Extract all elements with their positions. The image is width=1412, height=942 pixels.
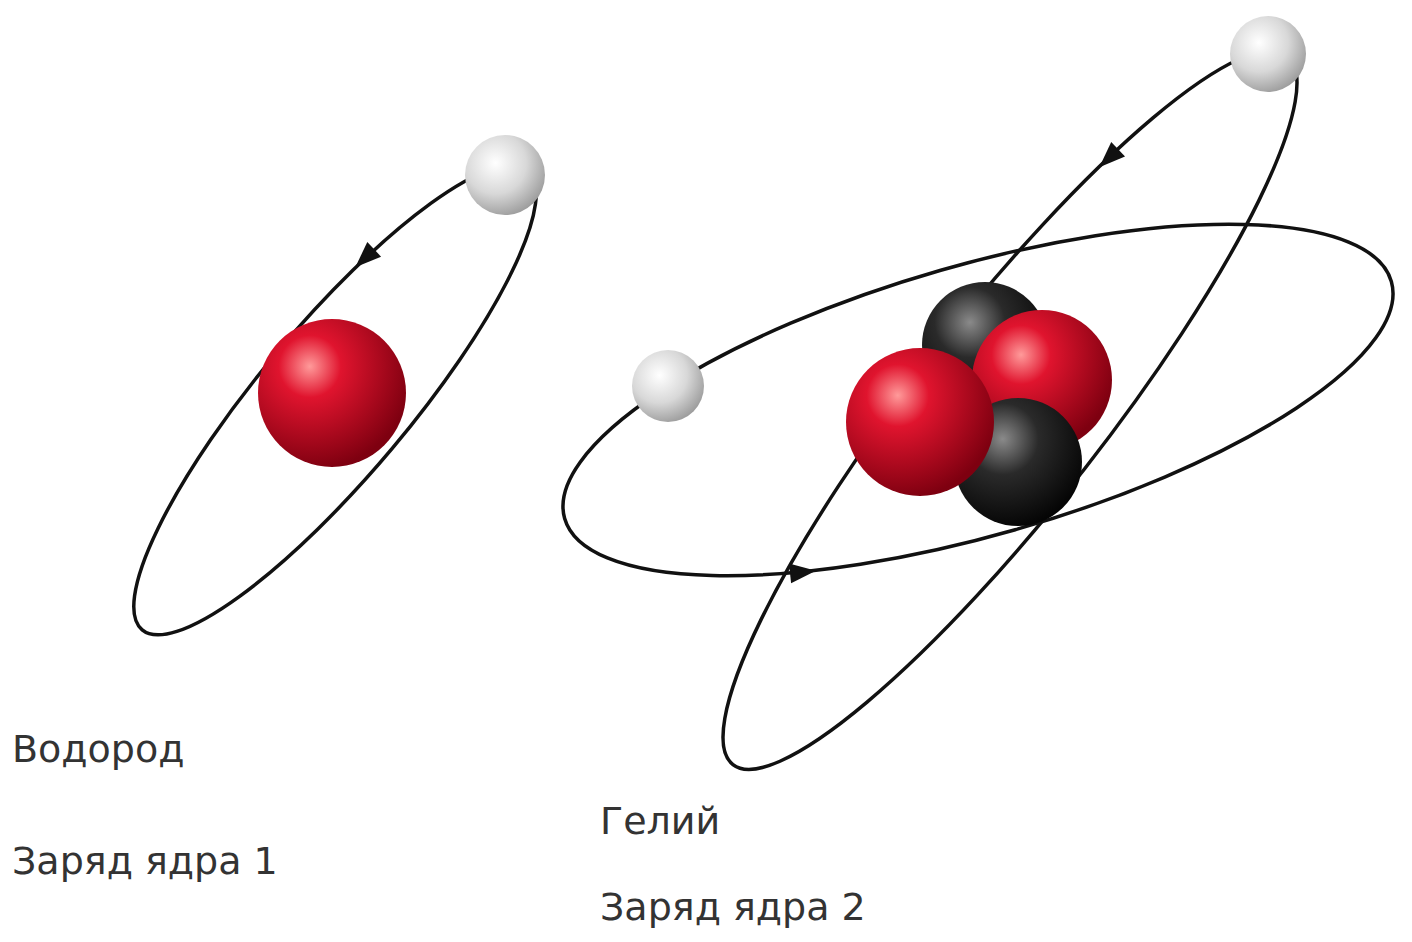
electron xyxy=(1230,16,1306,92)
proton xyxy=(258,319,406,467)
electron-orbit xyxy=(658,0,1362,823)
electron xyxy=(465,135,545,215)
hydrogen-atom xyxy=(85,122,586,678)
electron-orbit xyxy=(85,122,586,678)
orbit-arrow xyxy=(789,561,817,584)
nuclear-charge: Заряд ядра 2 xyxy=(600,886,866,930)
helium-atom xyxy=(527,0,1412,823)
electron xyxy=(632,350,704,422)
proton xyxy=(846,348,994,496)
orbit-arrow xyxy=(1092,142,1125,174)
electron-orbit xyxy=(527,152,1412,649)
nuclear-charge: Заряд ядра 1 xyxy=(12,840,278,884)
orbit-arrow xyxy=(348,242,381,274)
element-name: Водород xyxy=(12,728,184,772)
element-name: Гелий xyxy=(600,800,720,844)
